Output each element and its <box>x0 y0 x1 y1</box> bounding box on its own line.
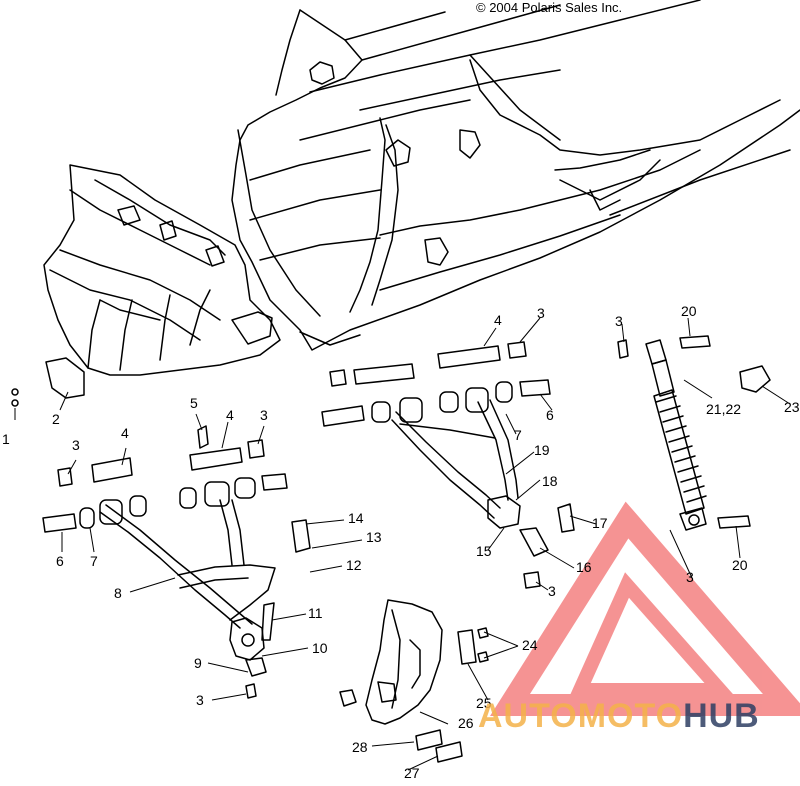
right-hardware <box>321 335 771 763</box>
callout-labels: 1 2 3 4 5 4 3 6 7 8 9 10 11 12 13 14 3 4… <box>2 303 800 781</box>
watermark-text-part1: AUTOMOTO <box>478 697 684 735</box>
callout-23: 23 <box>784 399 800 415</box>
callout-4: 4 <box>121 425 129 441</box>
callout-21-22: 21,22 <box>706 401 741 417</box>
callout-5: 5 <box>190 395 198 411</box>
watermark-text: AUTOMOTOHUB <box>478 697 760 736</box>
shock-absorber <box>645 339 707 531</box>
lower-a-arm <box>99 499 276 661</box>
left-hardware <box>11 357 311 699</box>
callout-11: 11 <box>308 605 323 621</box>
callout-9: 9 <box>194 655 202 671</box>
callout-14: 14 <box>348 510 364 526</box>
callout-3: 3 <box>196 692 204 708</box>
upper-a-arm <box>391 399 521 529</box>
callout-26: 26 <box>458 715 474 731</box>
spindle <box>339 599 443 725</box>
callout-28: 28 <box>352 739 368 755</box>
callout-24: 24 <box>522 637 538 653</box>
callout-25: 25 <box>476 695 492 711</box>
callout-4: 4 <box>494 312 502 328</box>
callout-3: 3 <box>686 569 694 585</box>
callout-2: 2 <box>52 411 60 427</box>
callout-20: 20 <box>732 557 748 573</box>
callout-4: 4 <box>226 407 234 423</box>
leader-lines <box>14 317 791 771</box>
copyright-notice: © 2004 Polaris Sales Inc. <box>476 0 623 15</box>
callout-3: 3 <box>537 305 545 321</box>
callout-13: 13 <box>366 529 382 545</box>
callout-3: 3 <box>548 583 556 599</box>
callout-7: 7 <box>90 553 98 569</box>
chassis-frame <box>231 0 800 351</box>
callout-15: 15 <box>476 543 492 559</box>
callout-16: 16 <box>576 559 592 575</box>
callout-3: 3 <box>72 437 80 453</box>
callout-10: 10 <box>312 640 328 656</box>
watermark-text-part2: HUB <box>683 697 760 735</box>
callout-17: 17 <box>592 515 608 531</box>
callout-7: 7 <box>514 427 522 443</box>
callout-6: 6 <box>56 553 64 569</box>
front-bulkhead <box>43 164 281 376</box>
callout-12: 12 <box>346 557 362 573</box>
callout-3: 3 <box>615 313 623 329</box>
callout-1: 1 <box>2 431 10 447</box>
callout-18: 18 <box>542 473 558 489</box>
callout-3: 3 <box>260 407 268 423</box>
callout-20: 20 <box>681 303 697 319</box>
watermark-logo <box>490 501 800 716</box>
callout-27: 27 <box>404 765 420 781</box>
callout-6: 6 <box>546 407 554 423</box>
callout-19: 19 <box>534 442 550 458</box>
callout-8: 8 <box>114 585 122 601</box>
